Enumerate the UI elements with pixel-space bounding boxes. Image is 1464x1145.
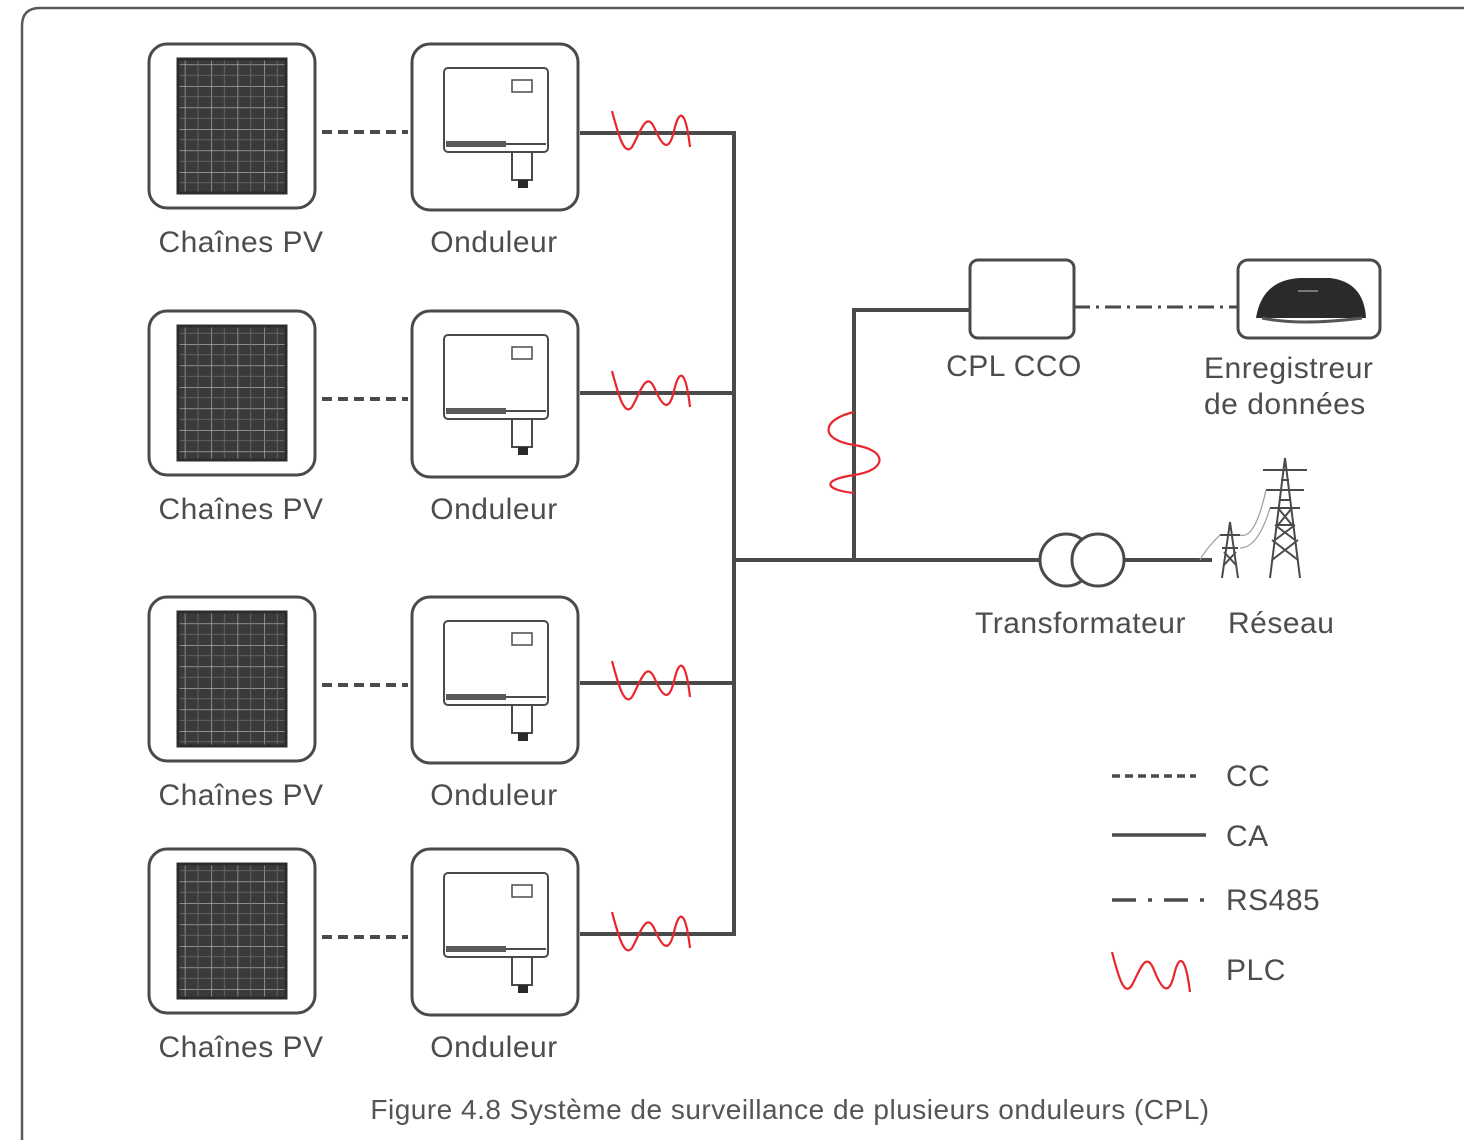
transformer-label: Transformateur [975,607,1186,640]
plc-wave [610,660,692,701]
transformer-icon [1038,532,1126,588]
logger-label-line1: Enregistreur [1204,352,1374,385]
inverter-icon [410,309,580,479]
plc-wave [610,911,692,952]
pv-strings-label: Chaînes PV [158,493,324,526]
legend-plc-swatch [1110,951,1192,993]
outer-frame [20,6,1464,1140]
legend-plc-label: PLC [1226,954,1286,987]
inverter-label: Onduleur [430,226,558,259]
data-logger-icon [1236,258,1382,340]
power-tower-icon [1199,457,1307,579]
inverter-icon [410,595,580,765]
row-2 [147,309,580,479]
inverter-label: Onduleur [430,1031,558,1064]
grid-label: Réseau [1228,607,1335,640]
row-4 [147,847,580,1017]
inverter-label: Onduleur [430,493,558,526]
row-1 [147,42,580,212]
solar-panel-icon [147,309,317,477]
plc-wave [610,110,692,151]
plc-signals [610,110,692,952]
logger-label-line2: de données [1204,388,1366,421]
pv-strings-label: Chaînes PV [158,226,324,259]
inverter-icon [410,847,580,1017]
solar-panel-icon [147,42,317,210]
legend-ac-label: CA [1226,820,1269,853]
inverter-label: Onduleur [430,779,558,812]
legend-dc-label: CC [1226,760,1271,793]
legend [1110,774,1206,993]
cco-box-icon [968,258,1076,340]
row-3 [147,595,580,765]
cco-label: CPL CCO [946,350,1082,383]
figure-caption: Figure 4.8 Système de surveillance de pl… [370,1094,1210,1125]
pv-strings-label: Chaînes PV [158,1031,324,1064]
solar-panel-icon [147,595,317,763]
ac-bus [580,131,1212,936]
plc-wave [610,370,692,411]
legend-rs485-label: RS485 [1226,884,1321,917]
solar-panel-icon [147,847,317,1015]
pv-strings-label: Chaînes PV [158,779,324,812]
plc-wave-vertical [827,410,881,495]
inverter-icon [410,42,580,212]
